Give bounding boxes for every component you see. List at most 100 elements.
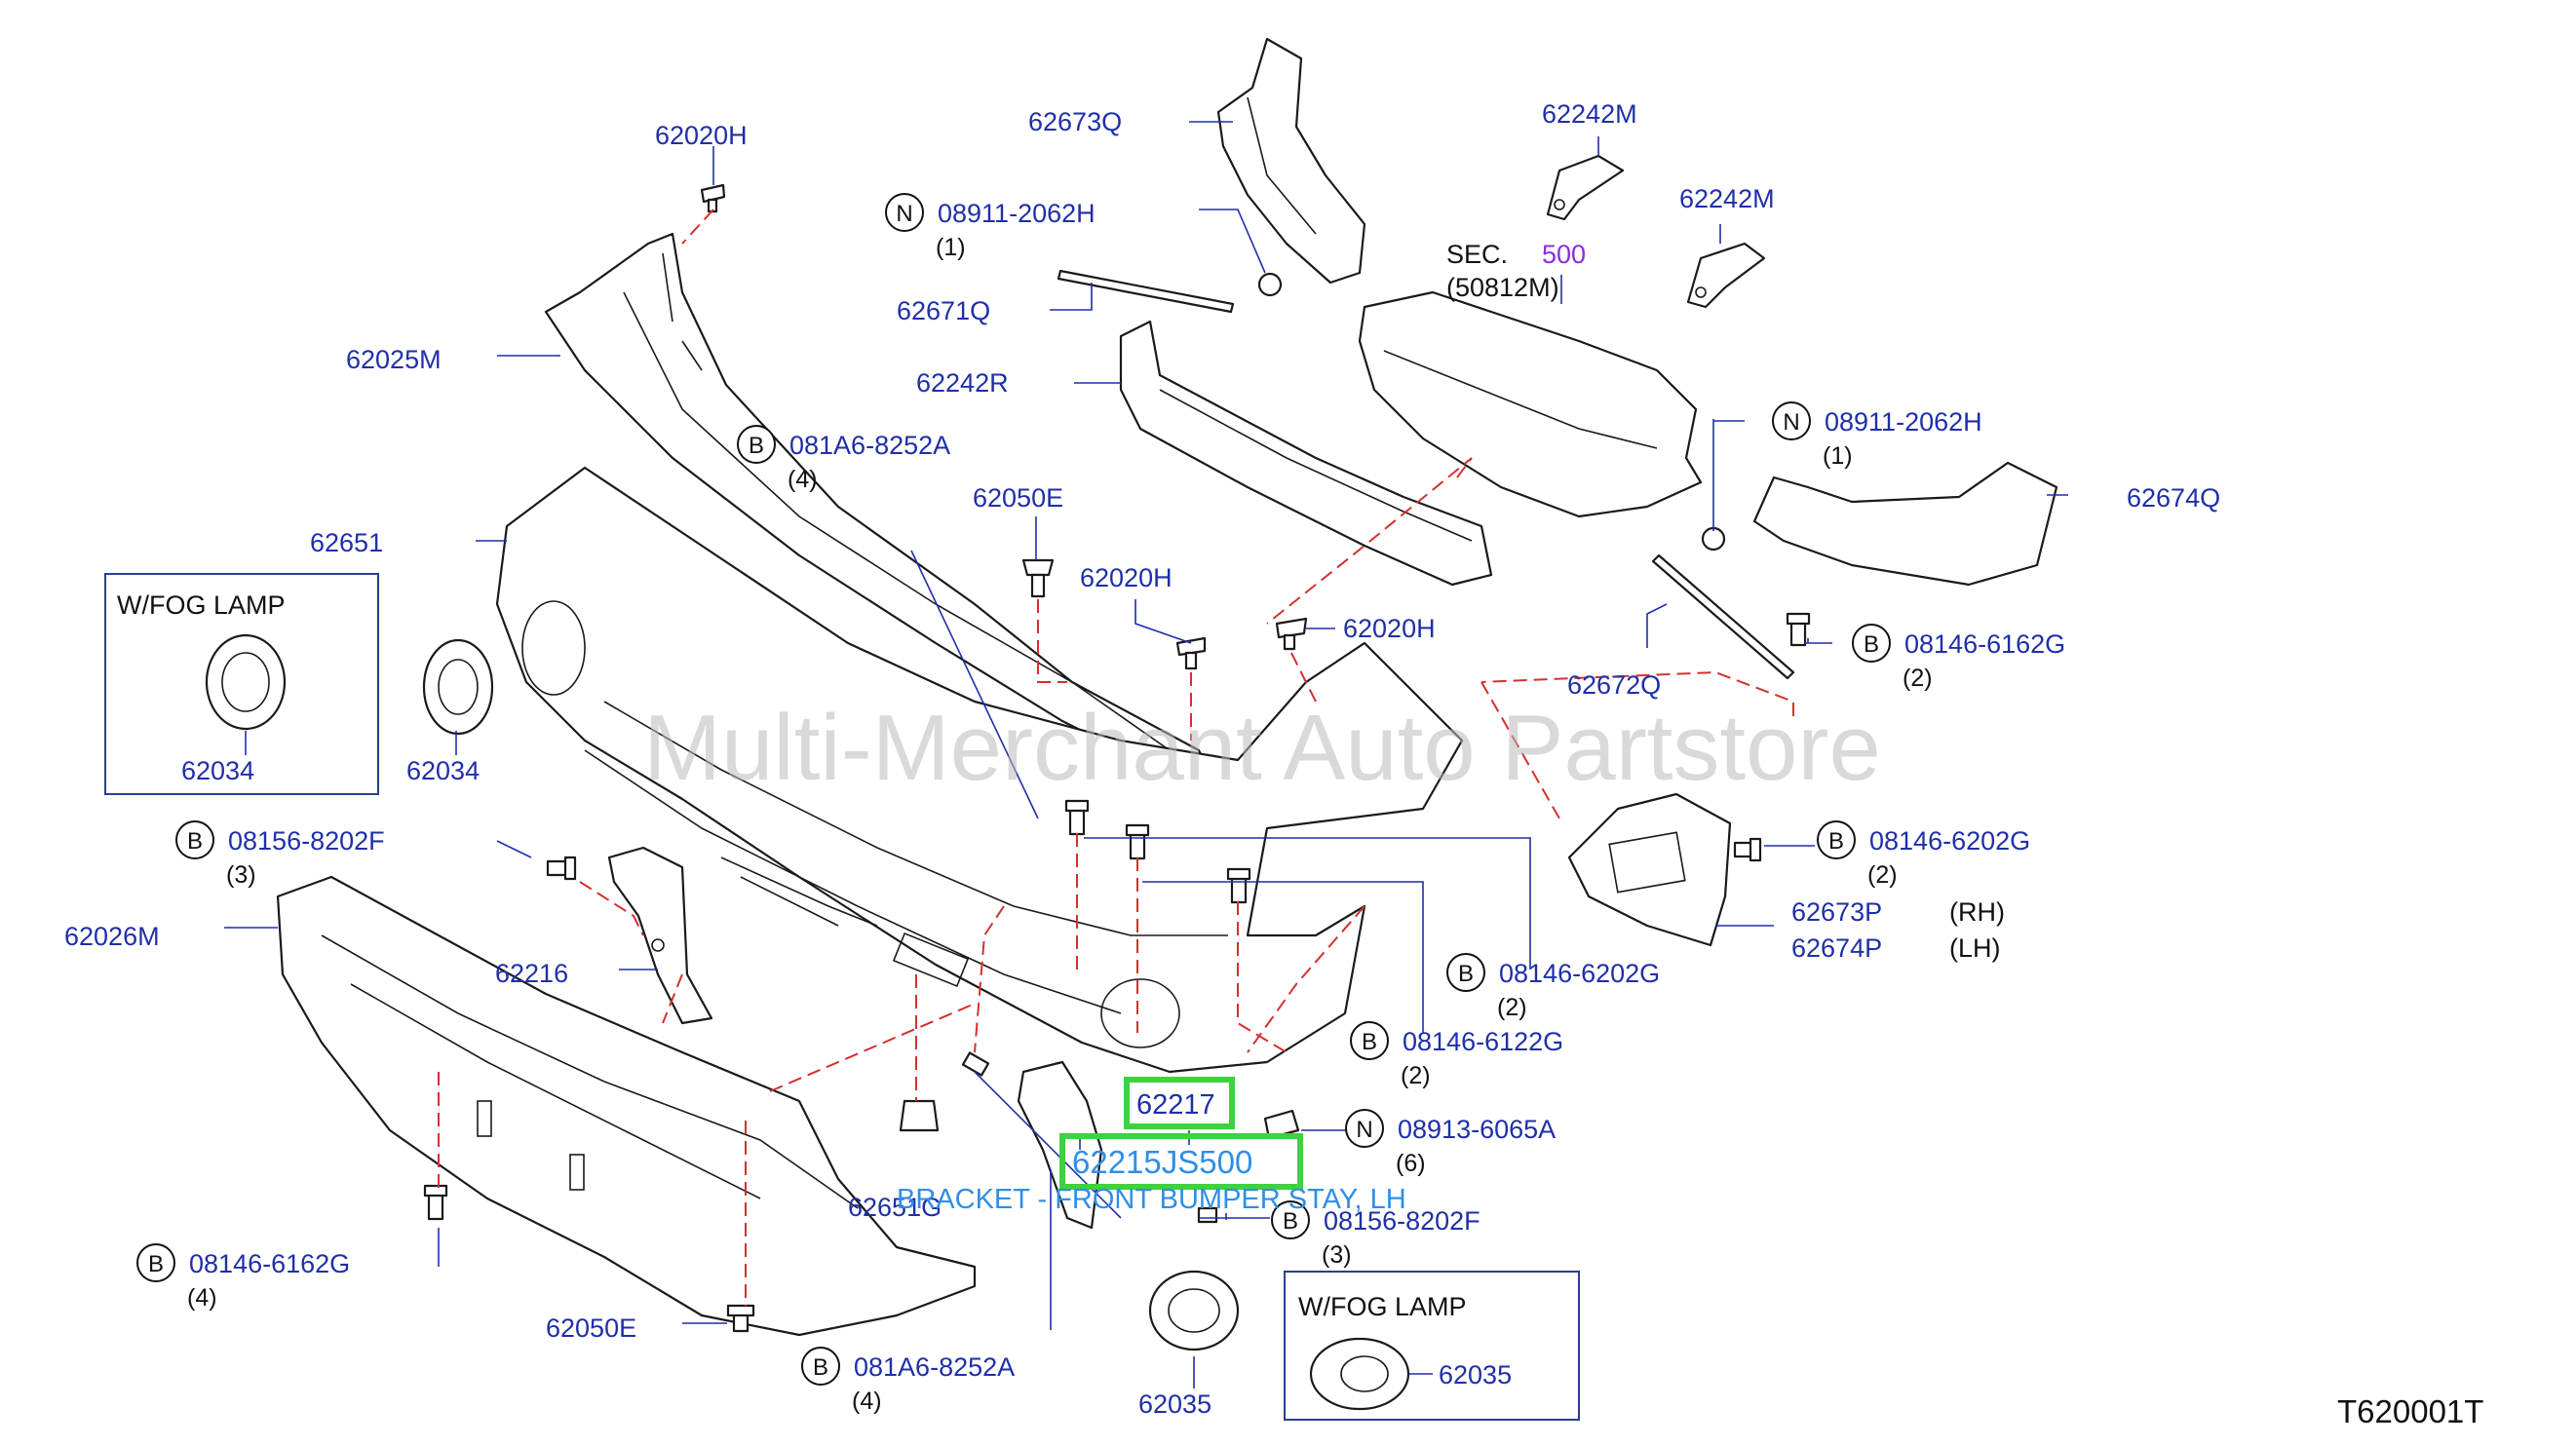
leader-lines	[224, 121, 2068, 1389]
label-62672q[interactable]: 62672Q	[1567, 670, 1661, 700]
part-62651-drawing	[495, 466, 1464, 1074]
callout-b-081a6-8252a-top[interactable]: B 081A6-8252A (4)	[737, 425, 950, 493]
label-62671q[interactable]: 62671Q	[897, 296, 990, 325]
part-62672q-drawing	[1651, 526, 1795, 680]
svg-text:B: B	[187, 828, 203, 855]
svg-text:08146-6202G: 08146-6202G	[1499, 959, 1660, 988]
svg-text:N: N	[896, 201, 912, 227]
svg-text:N: N	[1783, 409, 1799, 436]
label-62020h-right[interactable]: 62020H	[1343, 614, 1436, 643]
callout-b-081a6-8252a-bottom[interactable]: B 081A6-8252A (4)	[801, 1347, 1015, 1415]
callout-n-08911-2062h-b[interactable]: N 08911-2062H (1)	[1772, 401, 1982, 470]
svg-text:08146-6162G: 08146-6162G	[189, 1249, 350, 1278]
assembly-lines	[438, 209, 1794, 1306]
fog-lamp-box-62035	[1284, 1271, 1580, 1421]
label-62673q[interactable]: 62673Q	[1028, 107, 1122, 136]
label-62242m-a[interactable]: 62242M	[1542, 99, 1637, 129]
part-62671q-drawing	[1057, 269, 1283, 314]
section-reference: SEC. 500 (50812M)	[1446, 240, 1586, 302]
highlight-box-62217	[1124, 1077, 1235, 1129]
label-bracket-description: BRACKET - FRONT BUMPER STAY, LH	[897, 1184, 1406, 1215]
callout-n-08913-6065a[interactable]: N 08913-6065A (6)	[1345, 1109, 1556, 1177]
label-62050e-top[interactable]: 62050E	[973, 483, 1063, 513]
callout-b-08146-6202g-mid[interactable]: B 08146-6202G (2)	[1446, 953, 1660, 1021]
highlight-box-62215js500	[1059, 1133, 1303, 1190]
fog-lamp-part-1[interactable]: 62034	[181, 756, 254, 785]
svg-text:(2): (2)	[1867, 861, 1898, 889]
svg-text:B: B	[813, 1354, 828, 1381]
part-62673q-drawing	[1216, 37, 1366, 285]
fastener-callouts: N 08911-2062H (1) B 081A6-8252A (4) N 08…	[136, 193, 2065, 1415]
fog-lamp-box-2-content: W/FOG LAMP 62035	[1298, 1292, 1512, 1411]
label-rh: (RH)	[1949, 897, 2005, 927]
label-62050e-bottom[interactable]: 62050E	[546, 1313, 636, 1343]
label-62651g[interactable]: 62651G	[848, 1193, 942, 1222]
part-62034-drawing	[422, 638, 494, 736]
svg-text:(4): (4)	[788, 466, 818, 493]
part-62242r-drawing	[1119, 320, 1493, 587]
svg-text:08911-2062H: 08911-2062H	[1825, 407, 1982, 437]
svg-text:B: B	[1828, 828, 1844, 855]
svg-text:(1): (1)	[936, 234, 966, 261]
sec-sub: (50812M)	[1446, 273, 1559, 302]
svg-text:(4): (4)	[852, 1388, 882, 1415]
callout-b-08146-6162g-right[interactable]: B 08146-6162G (2)	[1852, 624, 2065, 692]
svg-text:(3): (3)	[1322, 1241, 1352, 1269]
svg-text:08146-6122G: 08146-6122G	[1403, 1027, 1563, 1056]
callout-b-08146-6122g[interactable]: B 08146-6122G (2)	[1350, 1021, 1563, 1089]
label-62242m-b[interactable]: 62242M	[1679, 184, 1775, 213]
svg-text:(3): (3)	[226, 861, 256, 889]
sec-number[interactable]: 500	[1542, 240, 1586, 269]
svg-text:08911-2062H: 08911-2062H	[938, 199, 1096, 228]
label-62217[interactable]: 62217	[1136, 1089, 1215, 1121]
label-62674q[interactable]: 62674Q	[2127, 483, 2220, 513]
callout-b-08146-6202g-right[interactable]: B 08146-6202G (2)	[1817, 820, 2030, 889]
fog-lamp-box-1-content: W/FOG LAMP 62034	[117, 590, 287, 785]
label-62034-loose[interactable]: 62034	[406, 756, 480, 785]
fastener-drawings	[423, 183, 1811, 1333]
svg-text:(1): (1)	[1823, 442, 1853, 470]
svg-text:081A6-8252A: 081A6-8252A	[854, 1352, 1015, 1382]
label-62035-loose[interactable]: 62035	[1138, 1389, 1211, 1419]
label-62216[interactable]: 62216	[495, 959, 568, 988]
label-62026m[interactable]: 62026M	[64, 922, 160, 951]
svg-text:N: N	[1356, 1117, 1372, 1143]
label-62651[interactable]: 62651	[310, 528, 383, 557]
label-62025m[interactable]: 62025M	[346, 345, 442, 374]
label-62215js500[interactable]: 62215JS500	[1072, 1144, 1252, 1180]
label-62020h-mid[interactable]: 62020H	[1080, 563, 1173, 592]
fog-lamp-title-1: W/FOG LAMP	[117, 590, 286, 620]
svg-text:B: B	[749, 433, 764, 459]
part-62216-drawing	[607, 846, 713, 1025]
svg-text:081A6-8252A: 081A6-8252A	[789, 431, 950, 460]
svg-text:(2): (2)	[1903, 665, 1933, 692]
part-sec-500-drawing	[1358, 290, 1703, 518]
part-62035-drawing	[1148, 1270, 1240, 1351]
svg-text:08913-6065A: 08913-6065A	[1398, 1115, 1556, 1144]
svg-text:08146-6202G: 08146-6202G	[1869, 826, 2030, 856]
watermark: Multi-Merchant Auto Partstore	[643, 696, 1881, 800]
diagram-code: T620001T	[2337, 1393, 2483, 1429]
svg-text:(2): (2)	[1497, 994, 1527, 1021]
part-62674q-drawing	[1752, 461, 2058, 587]
svg-text:08146-6162G: 08146-6162G	[1904, 629, 2065, 659]
part-62026m-drawing	[276, 875, 977, 1337]
label-62674p[interactable]: 62674P	[1791, 933, 1882, 963]
callout-b-08146-6162g-bottom[interactable]: B 08146-6162G (4)	[136, 1243, 350, 1312]
label-lh: (LH)	[1949, 933, 2001, 963]
svg-text:(6): (6)	[1396, 1150, 1426, 1177]
label-62020h-top[interactable]: 62020H	[655, 121, 748, 150]
svg-text:08156-8202F: 08156-8202F	[228, 826, 385, 856]
callout-b-08156-8202f-left[interactable]: B 08156-8202F (3)	[175, 820, 385, 889]
callout-n-08911-2062h-a[interactable]: N 08911-2062H (1)	[885, 193, 1096, 261]
svg-text:B: B	[1283, 1208, 1298, 1235]
svg-text:B: B	[1362, 1029, 1377, 1055]
callout-b-08156-8202f-bottom[interactable]: B 08156-8202F (3)	[1271, 1200, 1480, 1269]
svg-text:(2): (2)	[1401, 1062, 1431, 1089]
svg-text:B: B	[1458, 961, 1474, 987]
label-62673p[interactable]: 62673P	[1791, 897, 1882, 927]
svg-text:(4): (4)	[187, 1284, 217, 1312]
fog-lamp-part-2[interactable]: 62035	[1439, 1360, 1512, 1389]
label-62242r[interactable]: 62242R	[916, 368, 1009, 398]
